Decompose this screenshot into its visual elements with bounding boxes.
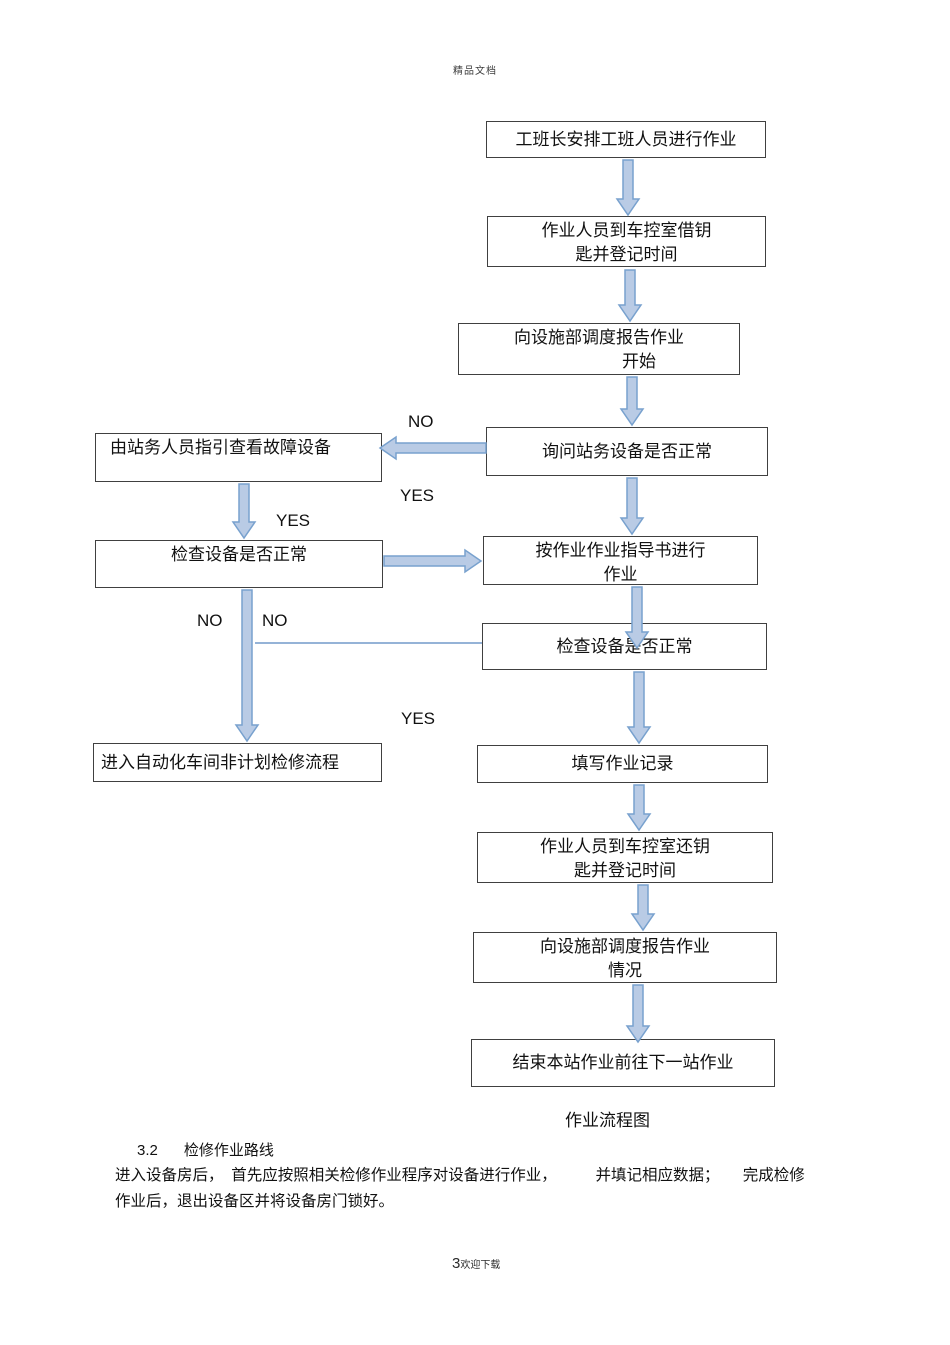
branch-label-yes-1: YES — [400, 486, 435, 505]
flow-node-unplanned-repair: 进入自动化车间非计划检修流程 — [93, 743, 382, 782]
arrow-no-check-device-to-unplanned — [234, 589, 260, 743]
flow-node-label: 由站务人员指引查看故障设备 — [110, 438, 331, 457]
flow-node-borrow-key: 作业人员到车控室借钥 匙并登记时间 — [487, 216, 766, 267]
flow-node-label: 开始 — [622, 352, 656, 371]
footer-page-number: 3 — [452, 1255, 461, 1272]
flow-node-label: 按作业作业指导书进行 — [535, 541, 706, 560]
flow-node-label: 填写作业记录 — [571, 754, 674, 773]
flow-node-label: 向设施部调度报告作业 — [514, 328, 684, 347]
flow-node-finish-station: 结束本站作业前往下一站作业 — [471, 1039, 775, 1087]
flow-node-label: 向设施部调度报告作业 — [540, 937, 710, 956]
flow-node-return-key: 作业人员到车控室还钥 匙并登记时间 — [477, 832, 773, 883]
footer-download-text: 欢迎下载 — [460, 1260, 501, 1271]
flow-node-check-device-left: 检查设备是否正常 — [95, 540, 383, 588]
flow-node-ask-station: 询问站务设备是否正常 — [486, 427, 768, 476]
arrow-fill-record-to-return-key — [626, 784, 652, 832]
arrow-yes-ask-station-to-work-instruction — [619, 477, 645, 536]
branch-label-no-1: NO — [408, 412, 434, 431]
flow-node-label: 作业 — [603, 565, 638, 584]
flow-node-label: 询问站务设备是否正常 — [542, 441, 712, 461]
flow-node-report-start: 向设施部调度报告作业 开始 — [458, 323, 740, 375]
branch-label-no-3: NO — [262, 611, 288, 630]
arrow-guided-check-to-check-device — [231, 483, 257, 540]
flow-node-label: 结束本站作业前往下一站作业 — [512, 1053, 734, 1072]
branch-label-yes-3: YES — [401, 709, 436, 728]
flowchart-caption: 作业流程图 — [565, 1111, 650, 1130]
section-heading-number: 3.2 — [137, 1142, 158, 1159]
branch-label-no-2: NO — [197, 611, 223, 630]
arrow-no-ask-station-to-guided-check — [378, 435, 487, 461]
flow-node-check-device-right: 检查设备是否正常 — [482, 623, 767, 670]
paragraph-line-2: 作业后，退出设备区并将设备房门锁好。 — [115, 1193, 395, 1210]
flow-node-report-status: 向设施部调度报告作业 情况 — [473, 932, 777, 983]
flow-node-label: 进入自动化车间非计划检修流程 — [101, 752, 339, 772]
flow-node-label: 匙并登记时间 — [574, 861, 676, 880]
flow-node-guided-check: 由站务人员指引查看故障设备 — [95, 433, 382, 482]
flow-node-label: 作业人员到车控室还钥 — [540, 837, 710, 856]
paragraph-line-1: 进入设备房后， 首先应按照相关检修作业程序对设备进行作业， 并填记相应数据； 完… — [115, 1167, 805, 1184]
section-heading-title: 检修作业路线 — [183, 1142, 274, 1159]
flow-node-label: 情况 — [608, 961, 642, 980]
flow-node-label: 匙并登记时间 — [575, 245, 678, 264]
arrow-report-status-to-finish — [625, 984, 651, 1044]
page-footer: 3欢迎下载 — [452, 1255, 500, 1273]
flow-node-label: 作业人员到车控室借钥 — [541, 221, 712, 240]
arrow-return-key-to-report-status — [630, 884, 656, 932]
flow-node-label: 工班长安排工班人员进行作业 — [515, 129, 737, 149]
branch-label-yes-2: YES — [276, 511, 311, 530]
watermark-text: 精品文档 — [453, 66, 497, 77]
section-heading: 3.2 检修作业路线 — [137, 1139, 274, 1160]
flow-node-assign-work: 工班长安排工班人员进行作业 — [486, 121, 766, 158]
arrow-yes-check-device-to-work-instruction — [383, 548, 483, 574]
arrow-borrow-key-to-report-start — [617, 269, 643, 323]
flow-node-label: 检查设备是否正常 — [171, 545, 307, 564]
arrow-assign-to-borrow-key — [615, 159, 641, 217]
arrow-report-start-to-ask-station — [619, 376, 645, 427]
arrow-check-right-to-fill-record — [626, 671, 652, 745]
flow-node-fill-record: 填写作业记录 — [477, 745, 768, 783]
flow-node-label: 检查设备是否正常 — [556, 636, 693, 656]
flow-node-work-instruction: 按作业作业指导书进行 作业 — [483, 536, 758, 585]
